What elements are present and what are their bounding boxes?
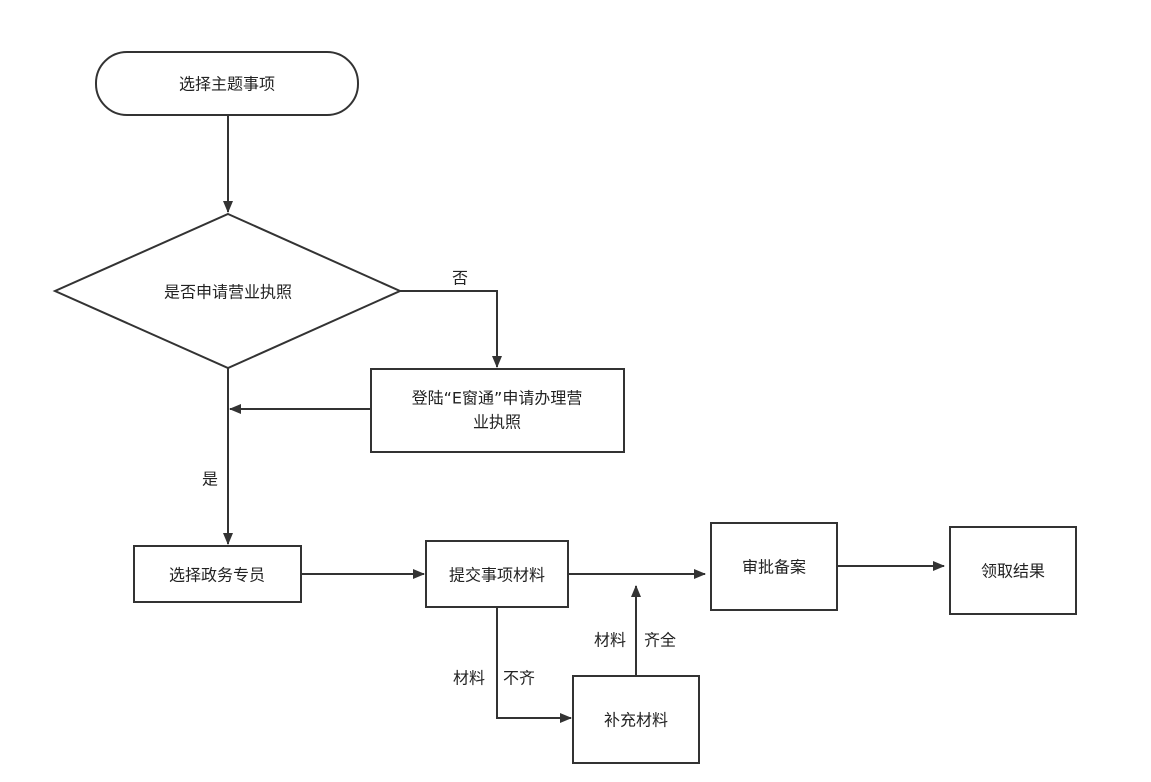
submit-label: 提交事项材料 — [449, 566, 545, 585]
node-login: 登陆“E窗通”申请办理营 业执照 — [370, 368, 625, 453]
start-label: 选择主题事项 — [179, 75, 275, 94]
node-select-official: 选择政务专员 — [133, 545, 302, 603]
node-approve: 审批备案 — [710, 522, 838, 611]
approve-label: 审批备案 — [742, 558, 806, 577]
edge-incomplete-label-a: 材料 — [453, 669, 485, 688]
edge-no-label: 否 — [452, 269, 468, 288]
select-official-label: 选择政务专员 — [169, 566, 265, 585]
login-label-line1: 登陆“E窗通”申请办理营 — [412, 389, 583, 408]
node-decision: 是否申请营业执照 — [52, 212, 403, 370]
login-label-line2: 业执照 — [473, 413, 521, 432]
login-box-shape — [370, 368, 625, 453]
node-supplement: 补充材料 — [572, 675, 700, 764]
edge-yes-label: 是 — [202, 470, 218, 489]
node-start: 选择主题事项 — [95, 51, 359, 116]
approve-box-shape — [710, 522, 838, 611]
select-official-box-shape — [133, 545, 302, 603]
decision-label: 是否申请营业执照 — [164, 283, 292, 302]
edge-complete-label-a: 材料 — [594, 631, 626, 650]
receive-box-shape — [949, 526, 1077, 615]
edge-submit-incomplete-to-supplement — [496, 607, 572, 723]
node-submit: 提交事项材料 — [425, 540, 569, 608]
receive-label: 领取结果 — [981, 562, 1045, 581]
edge-complete-label-b: 齐全 — [644, 631, 676, 650]
edge-incomplete-label-b: 不齐 — [503, 669, 535, 688]
supplement-label: 补充材料 — [604, 711, 668, 730]
edge-decision-no-to-login — [400, 290, 502, 368]
node-receive: 领取结果 — [949, 526, 1077, 615]
